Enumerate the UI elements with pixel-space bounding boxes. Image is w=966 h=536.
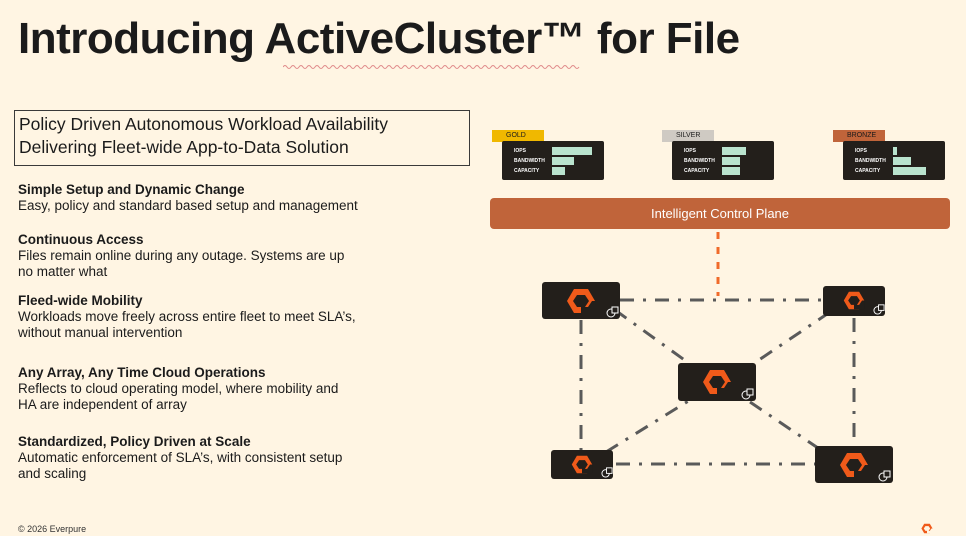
bandwidth-bar — [552, 157, 574, 165]
spellcheck-underline — [283, 65, 580, 69]
everpure-logo-icon — [703, 370, 731, 394]
feature-description: Files remain online during any outage. S… — [18, 248, 345, 263]
link-line — [605, 398, 691, 454]
page-title: Introducing ActiveCluster™ for File — [18, 14, 740, 63]
tagline-box: Policy Driven Autonomous Workload Availa… — [14, 110, 470, 166]
everpure-logo-icon — [567, 289, 595, 313]
everpure-logo-icon — [840, 453, 868, 477]
tier-card-silver: SILVER IOPS BANDWIDTH CAPACITY — [662, 130, 777, 182]
tagline-line-2: Delivering Fleet-wide App-to-Data Soluti… — [19, 137, 349, 157]
tier-label: BRONZE — [833, 130, 885, 142]
feature-item: Simple Setup and Dynamic Change Easy, po… — [18, 182, 398, 214]
array-node — [823, 286, 885, 316]
link-icon — [741, 388, 754, 400]
everpure-logo-icon — [843, 291, 865, 310]
everpure-logo-icon — [571, 455, 593, 474]
capacity-bar — [722, 167, 740, 175]
feature-description: no matter what — [18, 264, 108, 279]
link-icon — [878, 470, 891, 482]
iops-bar — [552, 147, 592, 155]
link-line — [614, 308, 691, 366]
tier-metrics-panel: IOPS BANDWIDTH CAPACITY — [502, 141, 604, 180]
feature-item: Fleed-wide Mobility Workloads move freel… — [18, 293, 398, 341]
iops-bar — [722, 147, 746, 155]
feature-item: Standardized, Policy Driven at Scale Aut… — [18, 434, 398, 482]
feature-description: Reflects to cloud operating model, where… — [18, 381, 339, 396]
control-plane-bar: Intelligent Control Plane — [490, 198, 950, 229]
metric-label: BANDWIDTH — [684, 158, 715, 164]
feature-heading: Simple Setup and Dynamic Change — [18, 182, 245, 197]
feature-description: Automatic enforcement of SLA’s, with con… — [18, 450, 343, 465]
everpure-logo-icon — [921, 523, 933, 534]
array-node — [551, 450, 613, 479]
tier-label: SILVER — [662, 130, 714, 142]
feature-description: without manual intervention — [18, 325, 183, 340]
feature-heading: Continuous Access — [18, 232, 144, 247]
metric-label: BANDWIDTH — [855, 158, 886, 164]
copyright-footer: © 2026 Everpure — [18, 524, 87, 534]
array-node — [542, 282, 620, 319]
link-icon — [873, 304, 885, 315]
bandwidth-bar — [722, 157, 740, 165]
feature-description: Easy, policy and standard based setup an… — [18, 198, 358, 213]
feature-description: HA are independent of array — [18, 397, 187, 412]
link-icon — [601, 467, 613, 478]
iops-bar — [893, 147, 897, 155]
tier-metrics-panel: IOPS BANDWIDTH CAPACITY — [843, 141, 945, 180]
tier-metrics-panel: IOPS BANDWIDTH CAPACITY — [672, 141, 774, 180]
link-line — [749, 310, 831, 368]
link-line — [749, 400, 819, 450]
feature-item: Continuous Access Files remain online du… — [18, 232, 398, 280]
bandwidth-bar — [893, 157, 911, 165]
array-node — [815, 446, 893, 483]
feature-heading: Any Array, Any Time Cloud Operations — [18, 365, 266, 380]
metric-label: IOPS — [684, 148, 696, 154]
feature-heading: Fleed-wide Mobility — [18, 293, 143, 308]
tier-card-bronze: BRONZE IOPS BANDWIDTH CAPACITY — [833, 130, 948, 182]
metric-label: CAPACITY — [684, 168, 710, 174]
capacity-bar — [552, 167, 565, 175]
feature-heading: Standardized, Policy Driven at Scale — [18, 434, 251, 449]
metric-label: BANDWIDTH — [514, 158, 545, 164]
metric-label: CAPACITY — [514, 168, 540, 174]
array-node — [678, 363, 756, 401]
metric-label: IOPS — [855, 148, 867, 154]
tagline-line-1: Policy Driven Autonomous Workload Availa… — [19, 114, 388, 134]
link-icon — [606, 306, 619, 318]
metric-label: IOPS — [514, 148, 526, 154]
tier-card-gold: GOLD IOPS BANDWIDTH CAPACITY — [492, 130, 607, 182]
feature-item: Any Array, Any Time Cloud Operations Ref… — [18, 365, 398, 413]
feature-description: and scaling — [18, 466, 87, 481]
feature-description: Workloads move freely across entire flee… — [18, 309, 356, 324]
capacity-bar — [893, 167, 926, 175]
metric-label: CAPACITY — [855, 168, 881, 174]
tier-label: GOLD — [492, 130, 544, 142]
